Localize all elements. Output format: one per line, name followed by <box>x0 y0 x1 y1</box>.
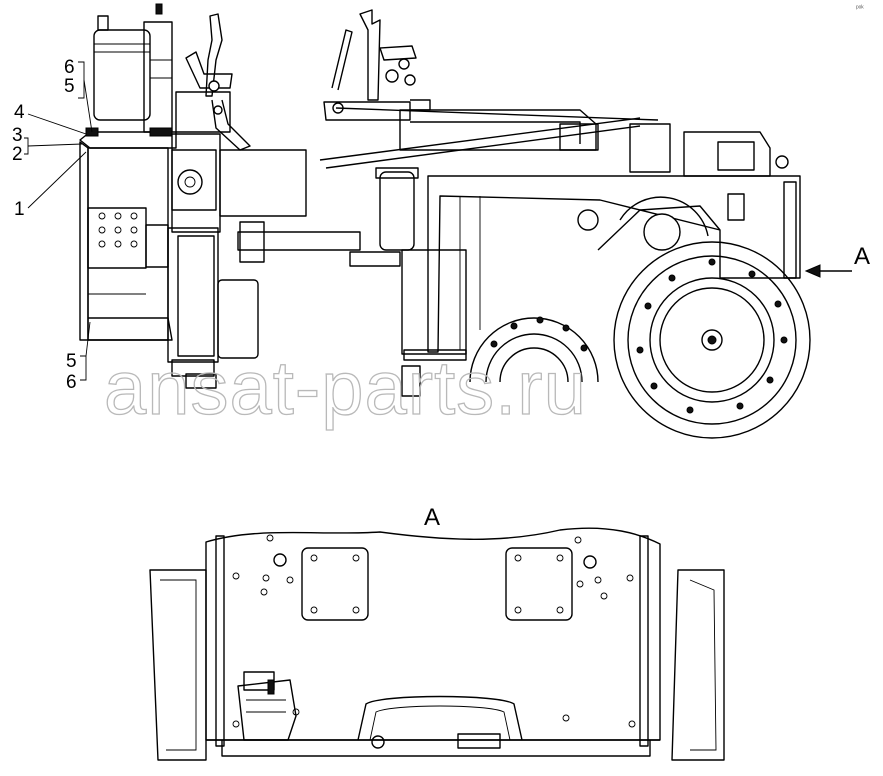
corner-mark: ᵖᵒᵏ <box>856 5 864 12</box>
chassis-frame <box>427 175 801 353</box>
side-view-assembly: A 6 5 4 3 2 1 5 6 <box>12 3 870 439</box>
front-housing <box>79 127 177 341</box>
gearbox-block <box>167 133 361 389</box>
front-wheel-hub <box>469 316 599 383</box>
filter-canister <box>93 3 173 133</box>
bottom-skid <box>357 695 523 749</box>
callout-5-bottom: 5 <box>66 351 77 372</box>
callout-3: 3 <box>12 125 23 146</box>
callout-4: 4 <box>14 102 25 123</box>
view-title: A <box>424 504 440 531</box>
callout-6-bottom: 6 <box>66 372 77 393</box>
callout-6-top: 6 <box>64 57 75 78</box>
callout-group: 6 5 4 3 2 1 5 6 <box>12 57 93 393</box>
view-arrow: A <box>804 243 870 278</box>
cover-right <box>505 547 573 621</box>
rear-wheel <box>577 196 811 439</box>
callout-1: 1 <box>14 199 25 220</box>
control-levers <box>175 13 251 151</box>
callout-5-top: 5 <box>64 76 75 97</box>
housing-holes <box>232 534 636 728</box>
wheel-studs <box>636 258 788 414</box>
watermark: ansat-parts.ru <box>104 346 587 431</box>
lower-bracket <box>237 671 297 741</box>
cover-left <box>301 547 369 621</box>
view-a-housing <box>149 527 725 761</box>
cab-frame <box>319 9 789 177</box>
view-marker-label: A <box>854 243 870 270</box>
callout-2: 2 <box>12 144 23 165</box>
bolt-pattern <box>98 212 138 248</box>
cylinder <box>349 167 467 397</box>
